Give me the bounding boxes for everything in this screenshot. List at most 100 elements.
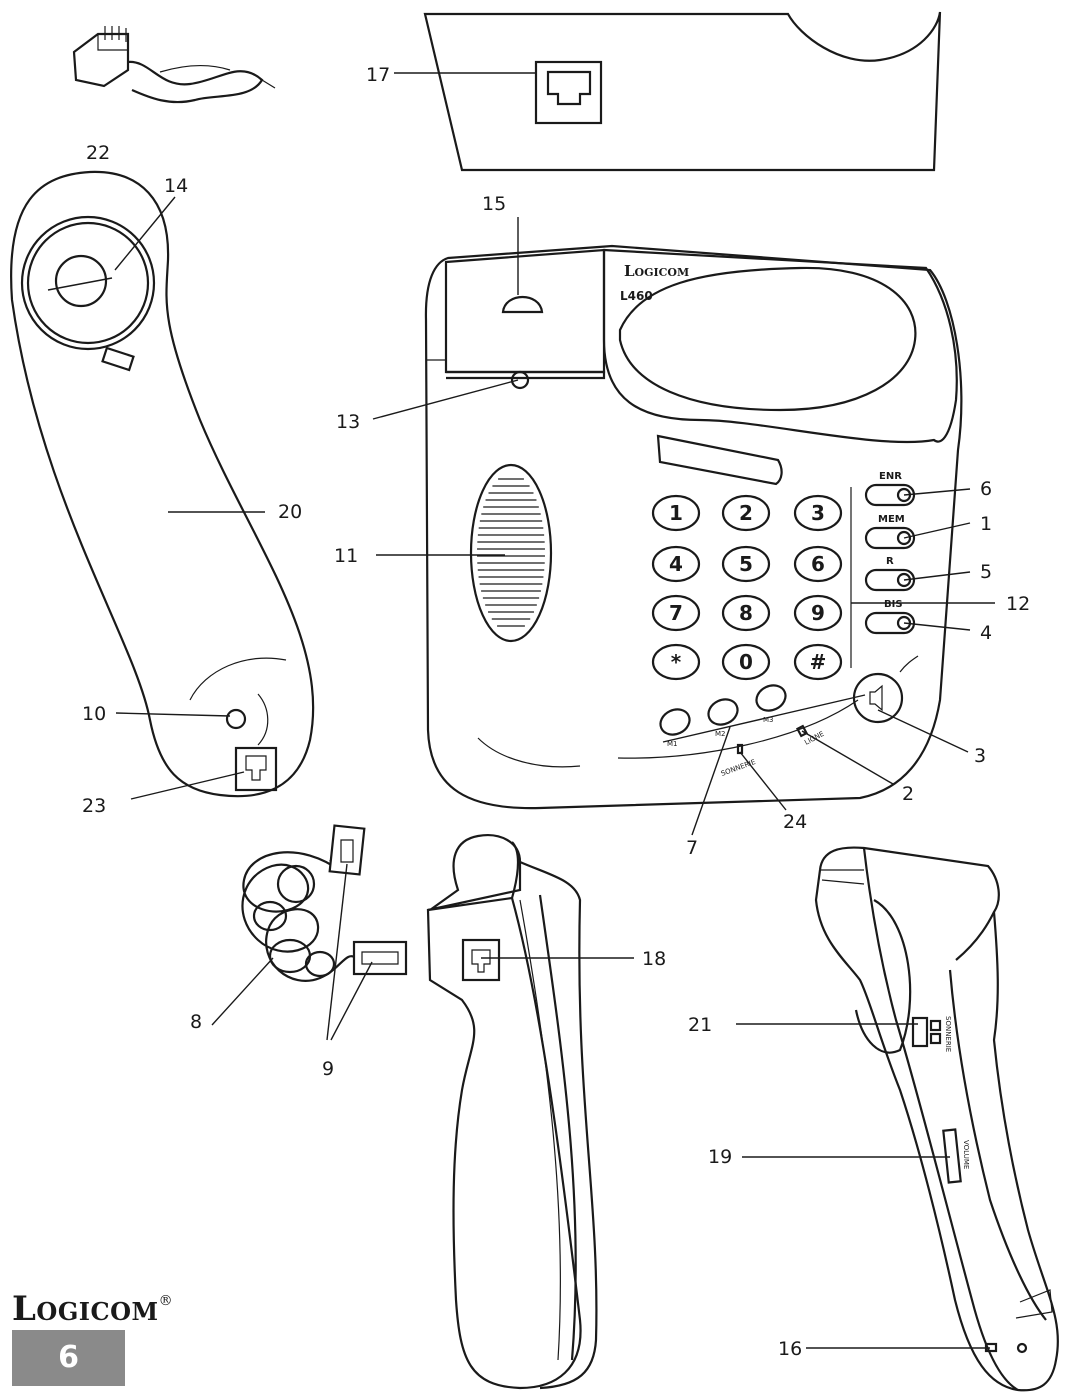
keypad-key-label: 7 bbox=[669, 601, 683, 625]
r-label: R bbox=[886, 556, 894, 567]
memory-key-label: M3 bbox=[763, 716, 774, 724]
keypad-key-label: 2 bbox=[739, 501, 753, 525]
callout-22: 22 bbox=[86, 142, 110, 164]
hook-switch bbox=[501, 296, 544, 314]
mem-label: MEM bbox=[878, 514, 905, 525]
keypad-key[interactable]: 5 bbox=[721, 545, 771, 583]
keypad-key-cap[interactable] bbox=[793, 494, 843, 532]
footer-brand-name: Logicom bbox=[12, 1289, 159, 1329]
keypad-key-label: 1 bbox=[669, 501, 683, 525]
keypad-key[interactable]: # bbox=[793, 643, 843, 681]
speaker-grille bbox=[469, 463, 553, 643]
callout-1: 1 bbox=[980, 513, 992, 535]
callout-2: 2 bbox=[902, 783, 914, 805]
base-rear-view bbox=[394, 11, 942, 172]
keypad-key-cap[interactable] bbox=[651, 494, 701, 532]
keypad-key-label: 0 bbox=[739, 650, 753, 674]
callout-19: 19 bbox=[708, 1146, 732, 1168]
handset-front bbox=[10, 170, 315, 800]
enr-label: ENR bbox=[879, 471, 902, 482]
memory-key[interactable] bbox=[752, 681, 789, 715]
keypad-key-cap[interactable] bbox=[793, 594, 843, 632]
registered-mark: ® bbox=[158, 1293, 174, 1309]
memory-key-label: M2 bbox=[715, 730, 726, 738]
callout-11: 11 bbox=[334, 545, 358, 567]
handset-side-view: SONNERIE VOLUME bbox=[736, 846, 1059, 1392]
base-model: L460 bbox=[620, 289, 653, 303]
keypad-key-cap[interactable] bbox=[721, 494, 771, 532]
callout-24: 24 bbox=[783, 811, 807, 833]
keypad-key[interactable]: * bbox=[651, 643, 701, 681]
callout-20: 20 bbox=[278, 501, 302, 523]
keypad-key-label: 3 bbox=[811, 501, 825, 525]
callout-9: 9 bbox=[322, 1058, 334, 1080]
keypad-key-label: 4 bbox=[669, 552, 683, 576]
memory-key[interactable] bbox=[704, 695, 741, 729]
keypad-key-cap[interactable] bbox=[721, 594, 771, 632]
keypad-key[interactable]: 6 bbox=[793, 545, 843, 583]
keypad-key-label: * bbox=[671, 650, 682, 674]
callout-18: 18 bbox=[642, 948, 666, 970]
power-adapter bbox=[72, 26, 276, 104]
volume-label: VOLUME bbox=[962, 1140, 970, 1169]
keypad: 1 2 3 4 5 6 7 8 9 * 0 # bbox=[651, 494, 843, 681]
ringer-switch[interactable] bbox=[911, 1016, 929, 1048]
r-button[interactable] bbox=[864, 568, 916, 592]
bis-button[interactable] bbox=[864, 611, 916, 635]
keypad-key-cap[interactable] bbox=[651, 594, 701, 632]
keypad-key-label: 9 bbox=[811, 601, 825, 625]
footer-brand: Logicom® bbox=[12, 1289, 173, 1329]
keypad-key[interactable]: 1 bbox=[651, 494, 701, 532]
keypad-key[interactable]: 2 bbox=[721, 494, 771, 532]
callout-12: 12 bbox=[1006, 593, 1030, 615]
keypad-key-label: 8 bbox=[739, 601, 753, 625]
keypad-key-cap[interactable] bbox=[793, 545, 843, 583]
mem-button[interactable] bbox=[864, 526, 916, 550]
callout-8: 8 bbox=[190, 1011, 202, 1033]
keypad-key-label: 6 bbox=[811, 552, 825, 576]
page-number: 6 bbox=[58, 1340, 79, 1375]
callout-14: 14 bbox=[164, 175, 188, 197]
earpiece bbox=[54, 254, 108, 308]
callout-10: 10 bbox=[82, 703, 106, 725]
base-logo: Logicom bbox=[624, 262, 689, 280]
keypad-key-cap[interactable] bbox=[793, 643, 843, 681]
keypad-key-label: 5 bbox=[739, 552, 753, 576]
callout-17: 17 bbox=[366, 64, 390, 86]
page-number-box: 6 bbox=[12, 1330, 125, 1386]
callout-3: 3 bbox=[974, 745, 986, 767]
sonnerie-side-label: SONNERIE bbox=[944, 1016, 952, 1052]
keypad-key[interactable]: 9 bbox=[793, 594, 843, 632]
callout-23: 23 bbox=[82, 795, 106, 817]
keypad-key-cap[interactable] bbox=[651, 643, 701, 681]
keypad-key-cap[interactable] bbox=[721, 545, 771, 583]
keypad-key-cap[interactable] bbox=[651, 545, 701, 583]
keypad-key[interactable]: 3 bbox=[793, 494, 843, 532]
keypad-key[interactable]: 4 bbox=[651, 545, 701, 583]
base-side-view bbox=[426, 834, 634, 1390]
enr-button[interactable] bbox=[864, 483, 916, 507]
memory-key[interactable] bbox=[656, 705, 693, 739]
callout-13: 13 bbox=[336, 411, 360, 433]
callout-16: 16 bbox=[778, 1338, 802, 1360]
callout-5: 5 bbox=[980, 561, 992, 583]
keypad-key-label: # bbox=[810, 650, 827, 674]
keypad-key[interactable]: 8 bbox=[721, 594, 771, 632]
keypad-key[interactable]: 7 bbox=[651, 594, 701, 632]
side-indicator bbox=[1016, 1342, 1028, 1354]
flap-clip bbox=[510, 370, 530, 390]
keypad-key[interactable]: 0 bbox=[721, 643, 771, 681]
handset-cord-socket bbox=[461, 938, 501, 982]
callout-15: 15 bbox=[482, 193, 506, 215]
callout-21: 21 bbox=[688, 1014, 712, 1036]
callout-7: 7 bbox=[686, 837, 698, 859]
bis-label: BIS bbox=[884, 599, 903, 610]
callout-4: 4 bbox=[980, 622, 992, 644]
handset-socket bbox=[234, 746, 278, 792]
keypad-key-cap[interactable] bbox=[721, 643, 771, 681]
